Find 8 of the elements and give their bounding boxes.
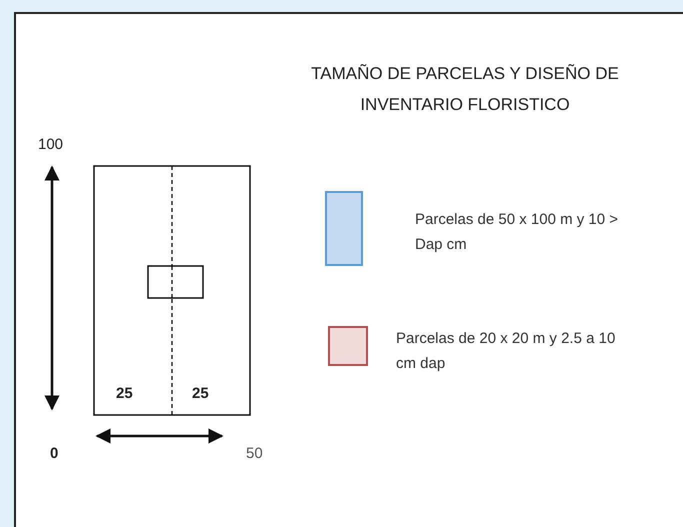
legend-text: Parcelas de 50 x 100 m y 10 > Dap cm <box>415 210 620 255</box>
legend-text: Parcelas de 20 x 20 m y 2.5 a 10 cm dap <box>396 329 616 374</box>
dimension-label: 50 <box>246 445 263 462</box>
diagram-title: TAMAÑO DE PARCELAS Y DISEÑO DE INVENTARIO FLORISTICO <box>310 63 620 116</box>
dimension-label: 25 <box>116 385 133 402</box>
dimension-label: 25 <box>192 385 209 402</box>
dimension-label: 100 <box>38 136 64 153</box>
dimension-label: 0 <box>50 445 58 462</box>
